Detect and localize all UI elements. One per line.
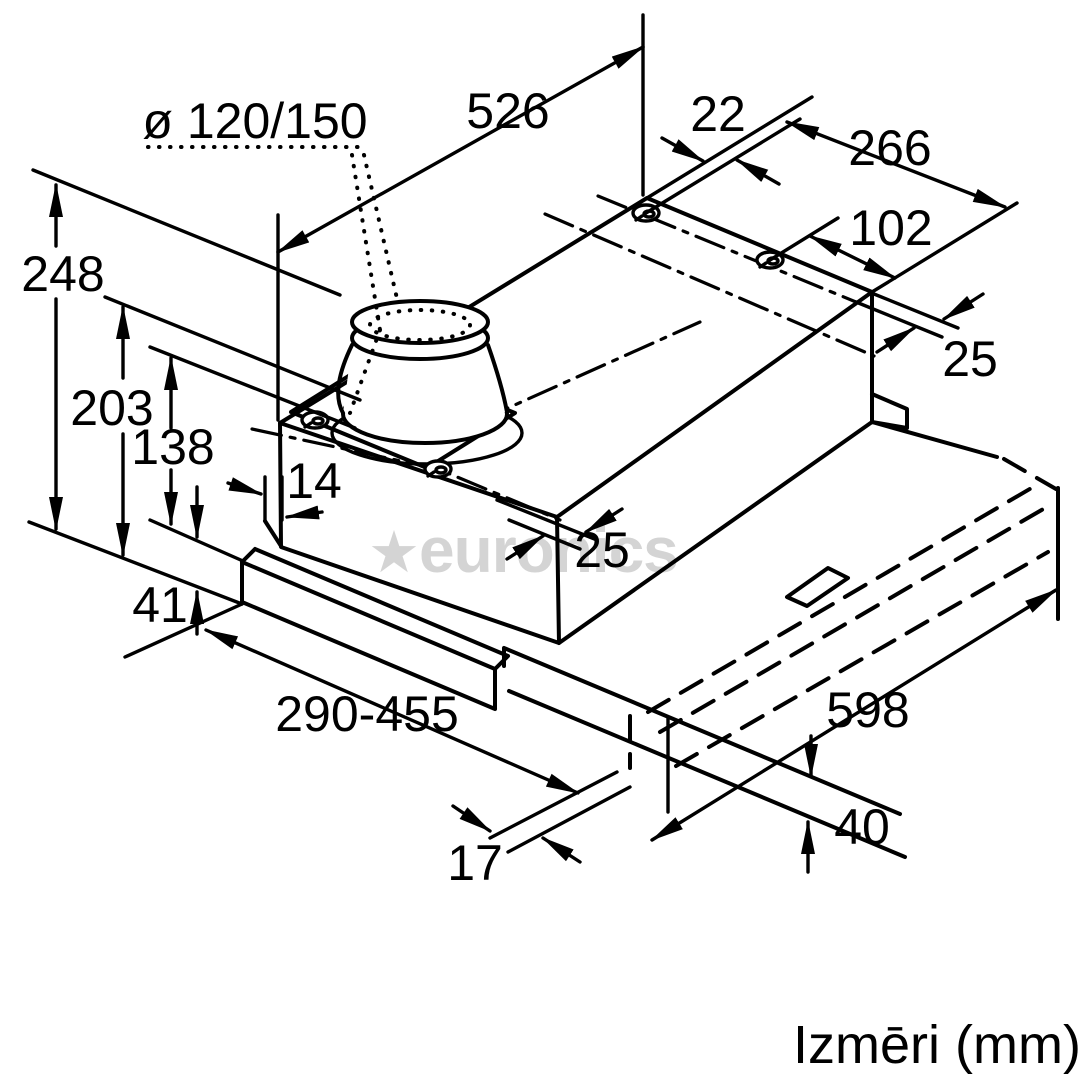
collar-cone-fill (343, 345, 507, 413)
dim-17-arrow-lower (541, 836, 582, 864)
collar-rim-upper (350, 299, 490, 345)
dim-40: 40 (801, 734, 890, 874)
dim-label-duct: ø 120/150 (142, 93, 367, 149)
dim-138-top-reference (148, 345, 357, 430)
length-centerline (430, 320, 702, 444)
dim-22: 22 (644, 86, 814, 215)
dim-266-line (785, 120, 1007, 209)
bottom-reference-line (27, 520, 244, 606)
dim-25-rear-arrow-lower (875, 326, 916, 354)
dim-label-290-455: 290-455 (275, 686, 459, 742)
dim-25-rear-arrow-upper (942, 292, 985, 321)
watermark-text: euronics (419, 514, 678, 586)
dim-label-138: 138 (131, 419, 214, 475)
dim-label-40: 40 (834, 799, 890, 855)
dim-526-line (276, 45, 645, 254)
dim-25-front-extension-lines (495, 498, 599, 551)
dim-label-22: 22 (690, 86, 746, 142)
dim-label-17: 17 (447, 835, 503, 891)
watermark: ★euronics (368, 514, 678, 586)
dim-label-41: 41 (132, 577, 188, 633)
dim-25-rear-extension-lines (854, 292, 960, 339)
dim-25-front: 25 (495, 498, 630, 578)
caption-units: Izmēri (mm) (793, 1015, 1080, 1075)
body-rail-edge-hidden (1002, 457, 1058, 491)
dim-102-extension-line (768, 216, 840, 262)
dim-41-top-reference (148, 518, 245, 563)
rear-screw-centerline (596, 194, 858, 304)
dim-102-line (808, 234, 897, 280)
body-front-step (263, 519, 283, 548)
dim-14: 14 (226, 453, 342, 523)
dim-41: 41 (27, 485, 245, 636)
dim-17-arrow-upper (451, 804, 492, 833)
dim-248: 248 (21, 168, 342, 531)
dim-label-203: 203 (70, 380, 153, 436)
duct-collar (289, 299, 524, 470)
dim-label-248: 248 (21, 246, 104, 302)
body-rail-edge (870, 420, 999, 459)
dim-266: 266 (785, 120, 1019, 294)
dim-203: 203 (70, 295, 362, 557)
dim-598-line (650, 588, 1058, 842)
dim-22-arrow-right (735, 158, 781, 186)
watermark-star-icon: ★ (368, 520, 419, 585)
dim-203-top-reference (103, 295, 362, 402)
dim-14-arrow-left (226, 477, 263, 496)
body-right-face (557, 290, 874, 645)
dim-label-266: 266 (848, 120, 931, 176)
dim-25-front-arrow-lower (505, 534, 545, 561)
dim-25-rear: 25 (854, 292, 998, 387)
dim-label-25-rear: 25 (942, 331, 998, 387)
dim-102: 102 (768, 200, 933, 280)
dim-290-455: 290-455 (123, 602, 580, 795)
dim-138: 138 (131, 345, 357, 526)
dim-label-102: 102 (849, 200, 932, 256)
dim-22-extension-lines (644, 95, 814, 215)
dimension-annotations: ø 120/150 526 22 266 102 (21, 13, 1058, 891)
collar-cone-sides (336, 343, 509, 415)
dim-14-arrow-right (285, 505, 324, 520)
screw-front-right (423, 459, 453, 479)
collar-inner-diameter-dotted (368, 308, 472, 342)
dim-label-25-front: 25 (574, 522, 630, 578)
dim-17-extension-lines (488, 770, 632, 854)
dim-17: 17 (447, 770, 632, 891)
dim-290-455-line (204, 628, 580, 795)
dim-25-front-arrow-upper (584, 507, 624, 534)
dim-label-526: 526 (466, 83, 549, 139)
dim-22-arrow-left (660, 136, 705, 163)
dim-14-extension-lines (263, 475, 284, 523)
dim-598: 598 (650, 588, 1058, 842)
dim-248-top-reference (31, 168, 342, 297)
dim-label-14: 14 (286, 453, 342, 509)
dim-290-455-extension-line (123, 602, 244, 659)
dim-label-598: 598 (826, 682, 909, 738)
dim-526: 526 (276, 13, 645, 422)
